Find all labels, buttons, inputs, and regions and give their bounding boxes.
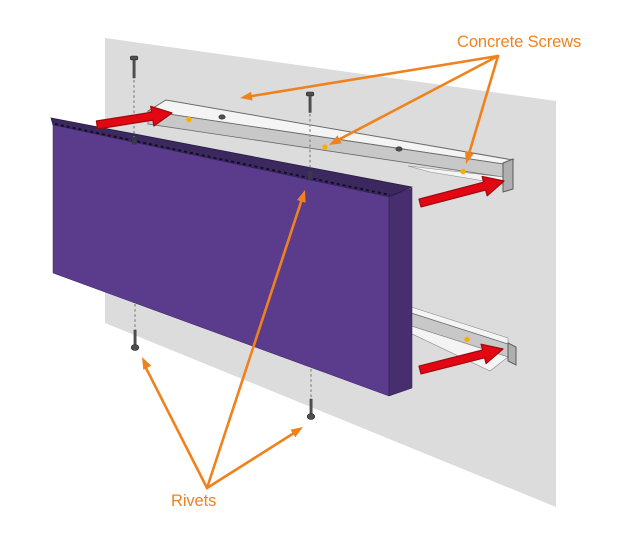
rivet-head-icon bbox=[130, 344, 140, 351]
rivets-label: Rivets bbox=[171, 492, 216, 510]
annotation-pointer-line bbox=[467, 54, 500, 157]
top-rail-end-cap bbox=[502, 158, 514, 193]
annotation-arrowhead-icon bbox=[329, 135, 342, 145]
rivet-bottom-middle bbox=[306, 369, 316, 420]
annotation-arrowhead-icon bbox=[465, 151, 474, 164]
installed-screw-head-icon bbox=[218, 114, 226, 120]
panel-edge-rivet-mark bbox=[307, 171, 313, 179]
annotation-pointer-line bbox=[205, 431, 296, 490]
screw-top-middle bbox=[305, 91, 315, 170]
slide-direction-arrow-icon bbox=[95, 105, 173, 130]
annotation-pointer-line bbox=[205, 197, 304, 490]
rivet-hole-marker-icon bbox=[186, 116, 192, 123]
rivet-hole-marker-icon bbox=[322, 144, 328, 150]
annotation-arrowhead-icon bbox=[290, 427, 303, 438]
screw-shaft-icon bbox=[132, 59, 136, 79]
annotation-arrowhead-icon bbox=[297, 190, 306, 203]
bottom-rail-end-cap bbox=[507, 342, 517, 366]
concrete-screws-callout: Concrete Screws bbox=[240, 33, 581, 164]
rivet-hole-marker-icon bbox=[464, 336, 470, 343]
screw-top-left bbox=[130, 55, 139, 137]
concrete-screws-label: Concrete Screws bbox=[457, 33, 581, 51]
rivet-shaft-icon bbox=[309, 398, 313, 415]
annotation-pointer-line bbox=[336, 54, 500, 142]
panel-edge-rivet-mark bbox=[131, 137, 137, 145]
rivet-shaft-icon bbox=[133, 329, 137, 346]
rivets-callout: Rivets bbox=[142, 190, 306, 510]
annotation-arrowhead-icon bbox=[240, 91, 253, 101]
rivet-head-icon bbox=[306, 413, 316, 420]
screw-shaft-icon bbox=[308, 95, 312, 113]
annotation-arrowhead-icon bbox=[142, 357, 152, 370]
annotation-pointer-line bbox=[144, 366, 209, 490]
slide-direction-arrow-icon bbox=[418, 175, 505, 208]
annotation-pointer-line bbox=[247, 54, 500, 98]
installed-screw-head-icon bbox=[395, 146, 403, 152]
rivet-hole-marker-icon bbox=[460, 168, 466, 175]
rivet-bottom-left bbox=[130, 304, 140, 351]
slide-direction-arrow-icon bbox=[418, 343, 504, 375]
panel-side-face bbox=[388, 187, 413, 397]
